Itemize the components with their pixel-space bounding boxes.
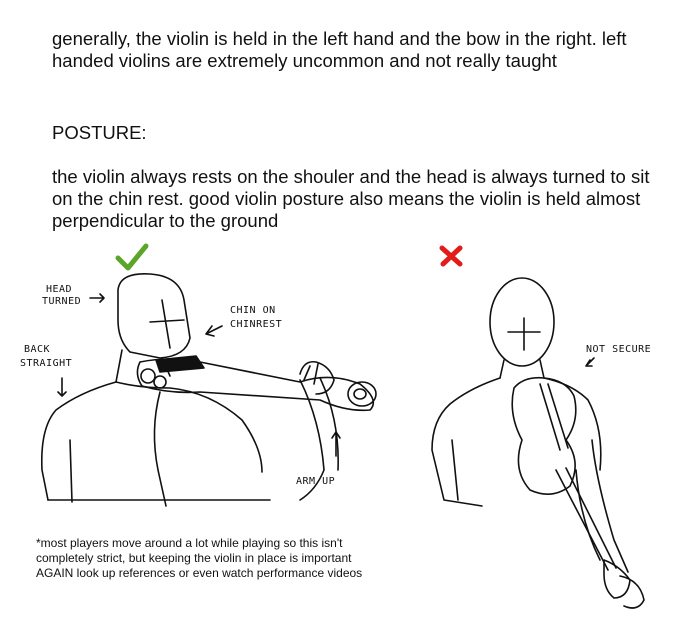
incorrect-cross-icon (439, 245, 463, 267)
label-back-1: BACK (24, 344, 50, 355)
label-chin-on-2: CHINREST (230, 319, 282, 330)
correct-posture-figure (40, 273, 377, 507)
label-head-turned-2: TURNED (42, 296, 81, 307)
footnote-line-1: *most players move around a lot while pl… (36, 536, 343, 550)
posture-heading: POSTURE: (52, 122, 147, 143)
correct-check-icon (115, 243, 149, 271)
intro-paragraph: generally, the violin is held in the lef… (52, 28, 627, 71)
footnote-line-3: AGAIN look up references or even watch p… (36, 566, 363, 580)
posture-paragraph: the violin always rests on the shouler a… (52, 166, 650, 231)
footnote: *most players move around a lot while pl… (36, 536, 416, 581)
footnote-line-2: completely strict, but keeping the violi… (36, 551, 352, 565)
label-head-turned-1: HEAD (46, 284, 72, 295)
label-not-secure: NOT SECURE (586, 344, 651, 355)
incorrect-posture-figure (431, 277, 645, 609)
label-arm-up: ARM UP (296, 476, 335, 487)
label-chin-on-1: CHIN ON (230, 305, 276, 316)
label-back-2: STRAIGHT (20, 358, 72, 369)
